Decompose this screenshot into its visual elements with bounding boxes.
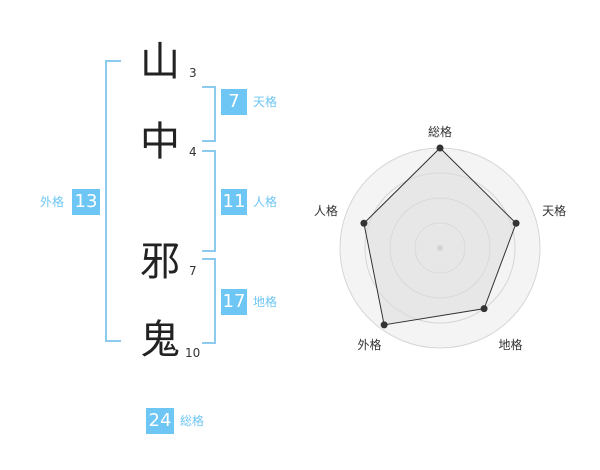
name-char-2: 中 bbox=[140, 119, 180, 165]
radar-point bbox=[512, 219, 520, 227]
name-char-3: 邪 bbox=[140, 239, 180, 285]
radar-axis-label: 外格 bbox=[357, 337, 381, 352]
soukaku-badge: 24 bbox=[146, 408, 174, 434]
radar-axis-label: 天格 bbox=[542, 203, 566, 218]
tenkaku-badge: 7 bbox=[221, 89, 247, 115]
jinkaku-bracket bbox=[202, 150, 216, 252]
radar-axis-label: 総格 bbox=[428, 124, 452, 139]
tenkaku-bracket bbox=[202, 86, 216, 142]
radar-point bbox=[380, 321, 388, 329]
gaikaku-bracket bbox=[105, 60, 121, 342]
stroke-count-2: 4 bbox=[189, 145, 197, 159]
gaikaku-label: 外格 bbox=[40, 195, 65, 209]
chikaku-bracket bbox=[202, 258, 216, 344]
radar-series-polygon bbox=[363, 147, 517, 326]
gaikaku-badge: 13 bbox=[72, 189, 100, 215]
radar-point bbox=[480, 305, 488, 313]
name-char-1: 山 bbox=[140, 39, 180, 85]
radar-point bbox=[436, 144, 444, 152]
jinkaku-label: 人格 bbox=[253, 195, 278, 209]
radar-axis-label: 地格 bbox=[499, 337, 523, 352]
jinkaku-badge: 11 bbox=[221, 189, 247, 215]
tenkaku-label: 天格 bbox=[253, 95, 278, 109]
stroke-count-3: 7 bbox=[189, 264, 197, 278]
stroke-count-4: 10 bbox=[185, 346, 201, 360]
radar-point bbox=[360, 219, 368, 227]
chikaku-label: 地格 bbox=[253, 295, 278, 309]
name-char-4: 鬼 bbox=[140, 317, 180, 363]
stroke-count-1: 3 bbox=[189, 66, 197, 80]
soukaku-label: 総格 bbox=[180, 414, 205, 428]
radar-axis-label: 人格 bbox=[314, 203, 338, 218]
chikaku-badge: 17 bbox=[221, 289, 247, 315]
